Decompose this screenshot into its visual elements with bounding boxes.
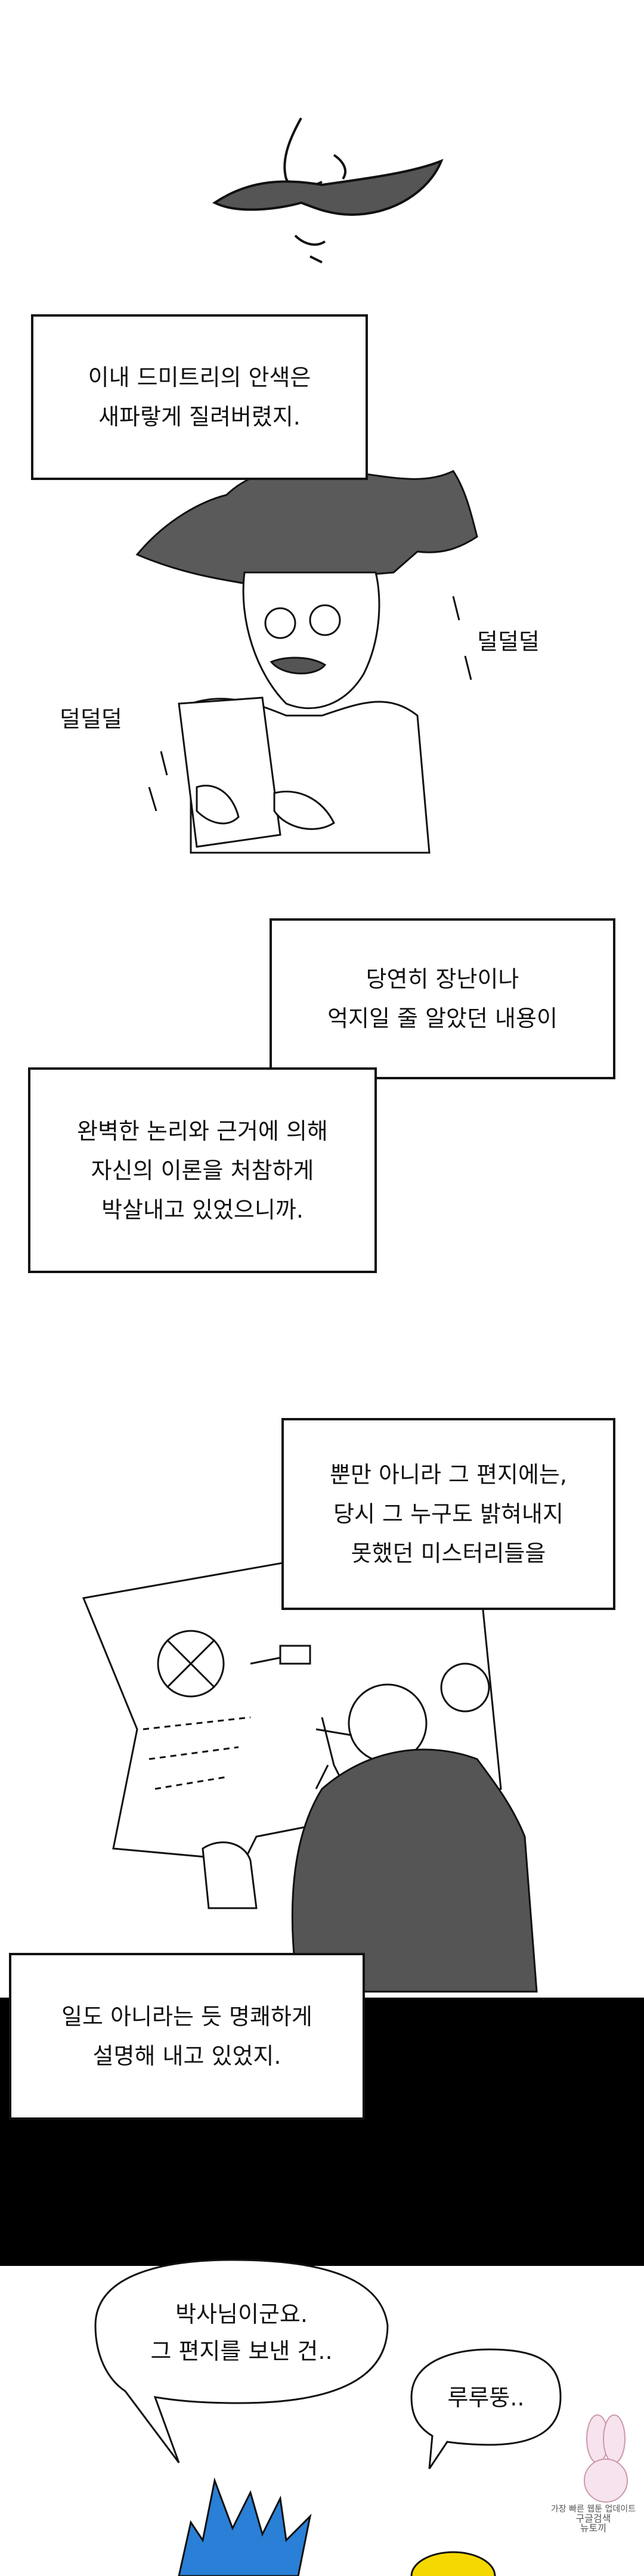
caption-pale-face: 이내 드미트리의 안색은 새파랗게 질려버렸지.	[31, 314, 368, 480]
scared-man-illustration	[135, 465, 478, 854]
mustache-closeup-illustration	[212, 117, 444, 264]
caption-thought-prank: 당연히 장난이나 억지일 줄 알았던 내용이	[270, 918, 615, 1079]
caption-letter-mysteries: 뿐만 아니라 그 편지에는, 당시 그 누구도 밝혀내지 못했던 미스터리들을	[281, 1418, 615, 1610]
speech-doctor-text: 박사님이군요. 그 편지를 보낸 건..	[150, 2301, 333, 2364]
sfx-trembling-left: 덜덜덜	[60, 706, 122, 732]
sfx-trembling-right: 덜덜덜	[477, 628, 540, 655]
bottom-characters-illustration	[178, 2477, 496, 2576]
watermark-line2: 구글검색	[575, 2513, 611, 2524]
speech-rurutung-text: 루루뚱..	[447, 2385, 525, 2411]
watermark-line1: 가장 빠른 웹툰 업데이트	[550, 2504, 636, 2514]
watermark-line3: 뉴토끼	[580, 2522, 607, 2534]
speech-bubble-doctor	[94, 2259, 389, 2463]
caption-explained-clearly: 일도 아니라는 듯 명쾌하게 설명해 내고 있었지.	[9, 1953, 365, 2120]
speech-bubbles	[94, 2259, 562, 2469]
letter-diagram-illustration	[82, 1525, 538, 1993]
speech-bubble-rurutung	[410, 2348, 562, 2469]
caption-perfect-logic: 완벽한 논리와 근거에 의해 자신의 이론을 처참하게 박살내고 있었으니까.	[28, 1067, 377, 1273]
watermark-mascot-icon	[584, 2414, 628, 2503]
watermark-text: 가장 빠른 웹툰 업데이트 구글검색 뉴토끼	[549, 2504, 638, 2533]
